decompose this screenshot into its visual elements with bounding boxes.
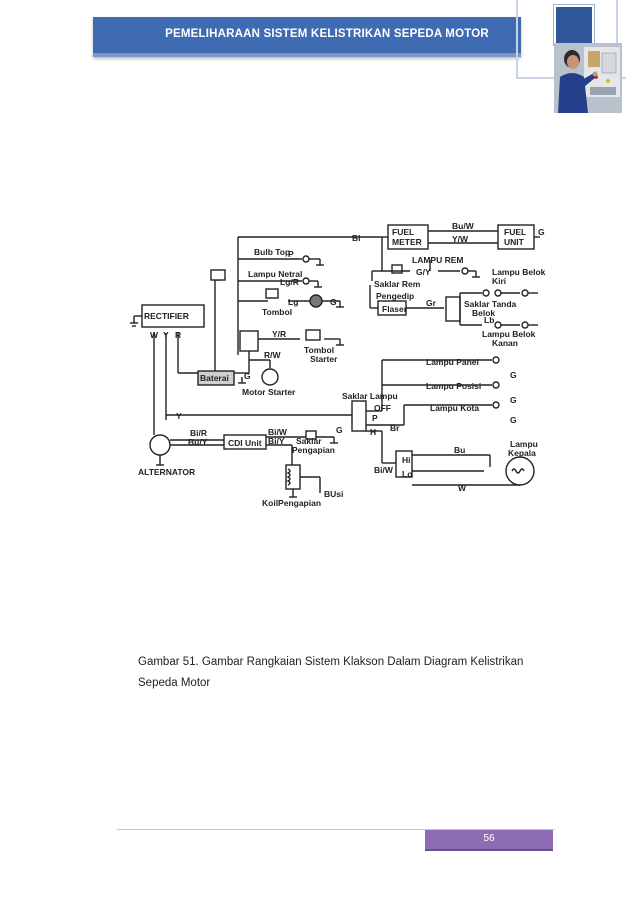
diagram-label: Lampu Kota [430,403,479,413]
diagram-label: Bi/W [374,465,394,475]
diagram-label: G/Y [416,267,431,277]
diagram-label: KoilPengapian [262,498,321,508]
diagram-label: H [370,427,376,437]
diagram-label: G [330,297,337,307]
diagram-label: RECTIFIER [144,311,189,321]
diagram-label: W [458,483,467,493]
diagram-label: Y/R [272,329,286,339]
diagram-label: LAMPU REM [412,255,463,265]
diagram-label: Kepala [508,448,536,458]
diagram-label: G [538,227,545,237]
diagram-label: Flaser [382,304,408,314]
diagram-label: Bu/W [452,221,475,231]
diagram-label: Bulb Top [254,247,290,257]
decorative-line [616,0,618,79]
diagram-label: Y [163,330,169,340]
figure-caption: Gambar 51. Gambar Rangkaian Sistem Klaks… [138,652,548,694]
caption-line-2: Sepeda Motor [138,677,211,689]
diagram-label: Belok [472,308,495,318]
diagram-label: Starter [310,354,338,364]
diagram-label: R/W [264,350,282,360]
diagram-label: Baterai [200,373,229,383]
diagram-label: FUEL [392,227,414,237]
diagram-label: R [175,330,181,340]
diagram-label: Lampu [510,439,538,449]
footer-page-box: 56 [425,830,553,851]
diagram-label: OFF [374,403,391,413]
wiring-diagram: Bulb Top P Lampu Netral Lg/R Lg G Tombol… [120,215,560,520]
diagram-label: Tombol [262,307,292,317]
page-number: 56 [483,833,495,844]
diagram-label: Lb [484,315,494,325]
diagram-label: G [510,395,517,405]
diagram-label: Hi [402,455,411,465]
diagram-label: Gr [426,298,437,308]
diagram-label: FUEL [504,227,526,237]
diagram-label: Pengapian [292,445,335,455]
diagram-label: G [510,370,517,380]
diagram-label: UNIT [504,237,525,247]
diagram-label: METER [392,237,422,247]
decorative-square [554,5,594,45]
diagram-label: Motor Starter [242,387,296,397]
diagram-label: Saklar [296,436,322,446]
diagram-label: Lg/R [280,277,299,287]
diagram-label: Kiri [492,276,506,286]
diagram-label: Lampu Posisi [426,381,481,391]
diagram-label: Saklar Lampu [342,391,398,401]
diagram-label: Y/W [452,234,469,244]
diagram-label: Pengedip [376,291,414,301]
diagram-label: Saklar Rem [374,279,421,289]
decorative-line [516,0,518,79]
diagram-label: Saklar Tanda [464,299,517,309]
diagram-label: Tombol [304,345,334,355]
diagram-label: G [510,415,517,425]
diagram-label: Y [176,411,182,421]
diagram-label: W [150,330,159,340]
diagram-label: Bi/R [190,428,207,438]
diagram-label: Lo [402,469,412,479]
diagram-label: G [244,371,251,381]
diagram-label: Bi/W [268,427,288,437]
caption-line-1: Gambar 51. Gambar Rangkaian Sistem Klaks… [138,656,524,668]
header-photo [554,43,622,113]
diagram-label: Br [390,423,400,433]
diagram-label: Lampu Belok [492,267,546,277]
diagram-label: P [288,249,294,259]
diagram-label: P [372,413,378,423]
diagram-label: Lampu Netral [248,269,302,279]
diagram-label: CDI Unit [228,438,262,448]
diagram-label: Lg [288,297,298,307]
diagram-label: Bl [352,233,361,243]
diagram-label: Bi/Y [268,436,285,446]
diagram-label: ALTERNATOR [138,467,195,477]
diagram-label: G [336,425,343,435]
page-header-title: PEMELIHARAAN SISTEM KELISTRIKAN SEPEDA M… [165,28,489,40]
diagram-label: Bu [454,445,465,455]
footer-divider [117,829,555,830]
diagram-label: Kanan [492,338,518,348]
diagram-label: Lampu Belok [482,329,536,339]
header-bar: PEMELIHARAAN SISTEM KELISTRIKAN SEPEDA M… [93,17,521,57]
diagram-label: Bu/Y [188,437,208,447]
diagram-label: Lampu Panel [426,357,479,367]
diagram-label: BUsi [324,489,343,499]
